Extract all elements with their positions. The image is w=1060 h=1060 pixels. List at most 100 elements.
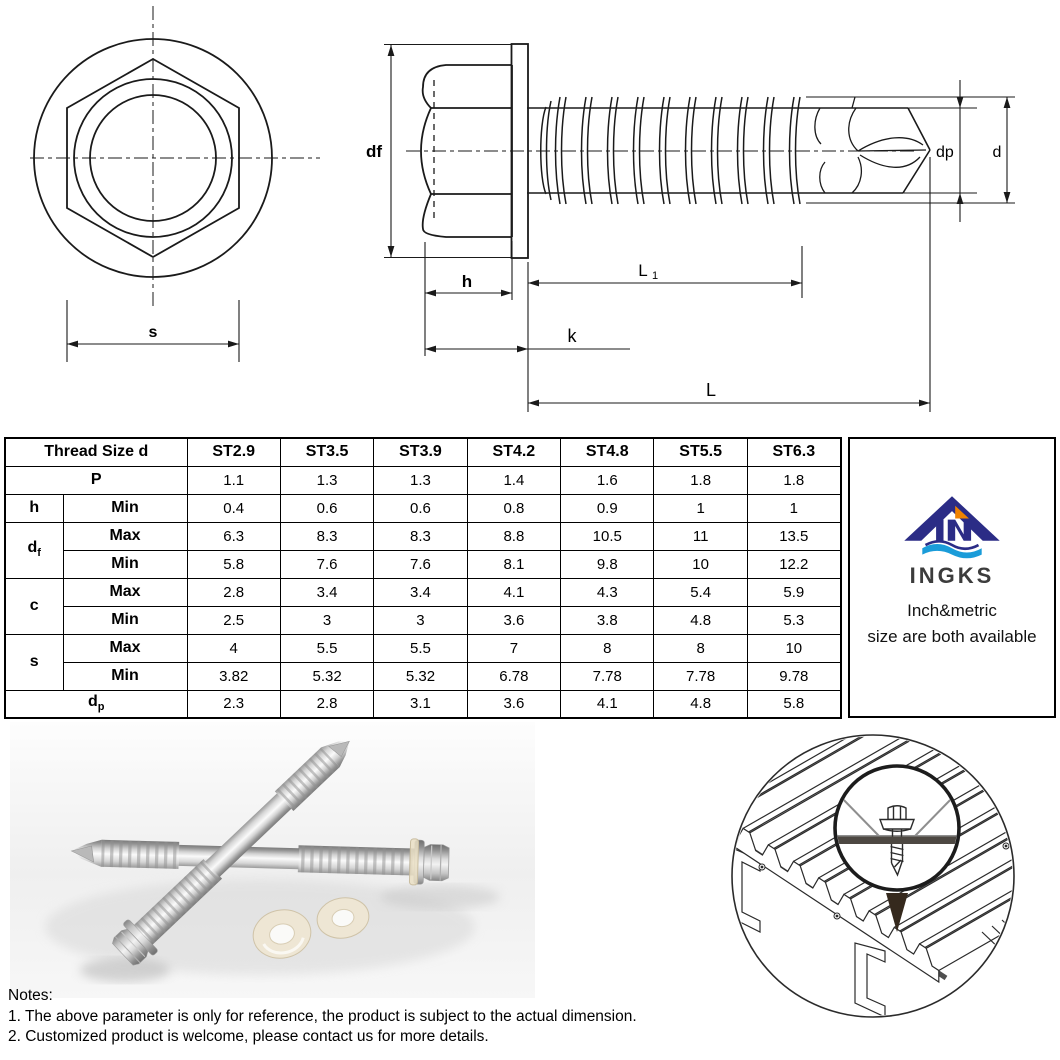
label-L1: L [638,261,647,280]
table-cell: 2.5 [186,605,281,635]
label-L1-sub: 1 [652,270,658,282]
table-cell: 6.78 [466,661,562,691]
table-cell: 7.78 [560,661,655,691]
label-h: h [462,272,472,291]
row-qualifier: Min [62,493,188,523]
table-row: P 1.1 1.3 1.3 1.4 1.6 1.8 1.8 [4,465,842,495]
table-cell: 1 [653,493,748,523]
size-header: ST3.9 [373,437,468,467]
dimension-arrows [387,45,1011,407]
size-header: ST4.2 [466,437,562,467]
table-cell: 7.6 [279,549,375,579]
table-header-row: Thread Size d ST2.9 ST3.5 ST3.9 ST4.2 ST… [4,437,842,467]
logo-wave [922,543,982,559]
table-cell: 3.4 [279,577,375,607]
sheet-valley [837,793,957,837]
table-cell: 8.3 [373,521,468,551]
logo-roof [904,496,1000,541]
detail-pointer [886,893,908,932]
table-corner-header: Thread Size d [4,437,188,467]
notes-title: Notes: [8,987,53,1004]
technical-drawing: s [30,6,1015,412]
row-qualifier: Max [62,633,188,663]
size-header: ST5.5 [653,437,748,467]
table-cell: 3.6 [466,689,562,719]
label-L: L [706,380,716,400]
label-dp: dp [936,144,954,161]
logo-letter-i [936,519,944,541]
loose-washer-1 [252,909,312,959]
note-item: 2. Customized product is welcome, please… [8,1028,489,1045]
dimension-lines [384,43,1015,412]
table-cell: 4.8 [653,689,748,719]
label-d: d [993,144,1002,161]
size-header: ST2.9 [186,437,281,467]
detail-view [837,793,957,877]
table-cell: 7.78 [653,661,748,691]
table-cell: 3.6 [466,605,562,635]
size-header: ST4.8 [560,437,655,467]
table-cell: 8.3 [279,521,375,551]
row-qualifier: Min [62,549,188,579]
table-cell: 1.3 [373,465,468,495]
flange [510,43,529,259]
logo-letter-n [947,519,972,541]
sealing-washer-on-screw [408,838,420,886]
spec-table: Thread Size d ST2.9 ST3.5 ST3.9 ST4.2 ST… [4,437,842,719]
front-view: s [30,6,320,362]
table-cell: 0.6 [373,493,468,523]
table-cell: 3.8 [560,605,655,635]
table-cell: 8 [653,633,748,663]
row-qualifier: Min [62,661,188,691]
row-group-h: h [4,493,64,523]
purlin-flange [837,836,957,844]
table-cell: 8.1 [466,549,562,579]
roof-screw-marks [758,842,1010,920]
label-s: s [149,324,158,341]
table-cell: 1.1 [186,465,281,495]
product-photo [10,722,535,998]
table-cell: 5.5 [373,633,468,663]
table-row: s Max 4 5.5 5.5 7 8 8 10 [4,633,842,691]
table-cell: 2.8 [279,689,375,719]
table-cell: 4 [186,633,281,663]
table-cell: 3.82 [186,661,281,691]
table-cell: 2.3 [186,689,281,719]
table-cell: 12.2 [746,549,842,579]
application-illustration [731,734,1015,1018]
roof-front-edge [733,811,940,984]
notes: Notes: 1. The above parameter is only fo… [8,986,637,1048]
label-k: k [568,326,578,346]
table-cell: 5.4 [653,577,748,607]
brand-caption-line2: size are both available [867,627,1037,646]
roof-scene [733,736,1013,1016]
logo-flag [955,505,969,519]
table-cell: 2.8 [186,577,281,607]
table-cell: 5.32 [279,661,375,691]
row-qualifier: Max [62,521,188,551]
table-cell: 10 [746,633,842,663]
table-cell: 3 [279,605,375,635]
table-cell: 9.78 [746,661,842,691]
table-cell: 1.4 [466,465,562,495]
table-cell: 5.9 [746,577,842,607]
table-cell: 1 [746,493,842,523]
detail-screw [878,805,916,877]
table-cell: 11 [653,521,748,551]
table-row: Min 2.5 3 3 3.6 3.8 4.8 5.3 [5,605,842,635]
table-cell: 4.1 [560,689,655,719]
table-cell: 1.6 [560,465,655,495]
table-cell: 0.6 [279,493,375,523]
table-cell: 1.8 [746,465,842,495]
brand-caption: Inch&metric size are both available [850,598,1054,650]
hex-head-outline [66,57,240,259]
row-group-c: c [4,577,64,635]
table-cell: 10 [653,549,748,579]
screw-head [420,43,529,259]
table-cell: 7.6 [373,549,468,579]
table-cell: 5.8 [186,549,281,579]
table-cell: 5.32 [373,661,468,691]
table-cell: 4.1 [466,577,562,607]
table-cell: 3 [373,605,468,635]
